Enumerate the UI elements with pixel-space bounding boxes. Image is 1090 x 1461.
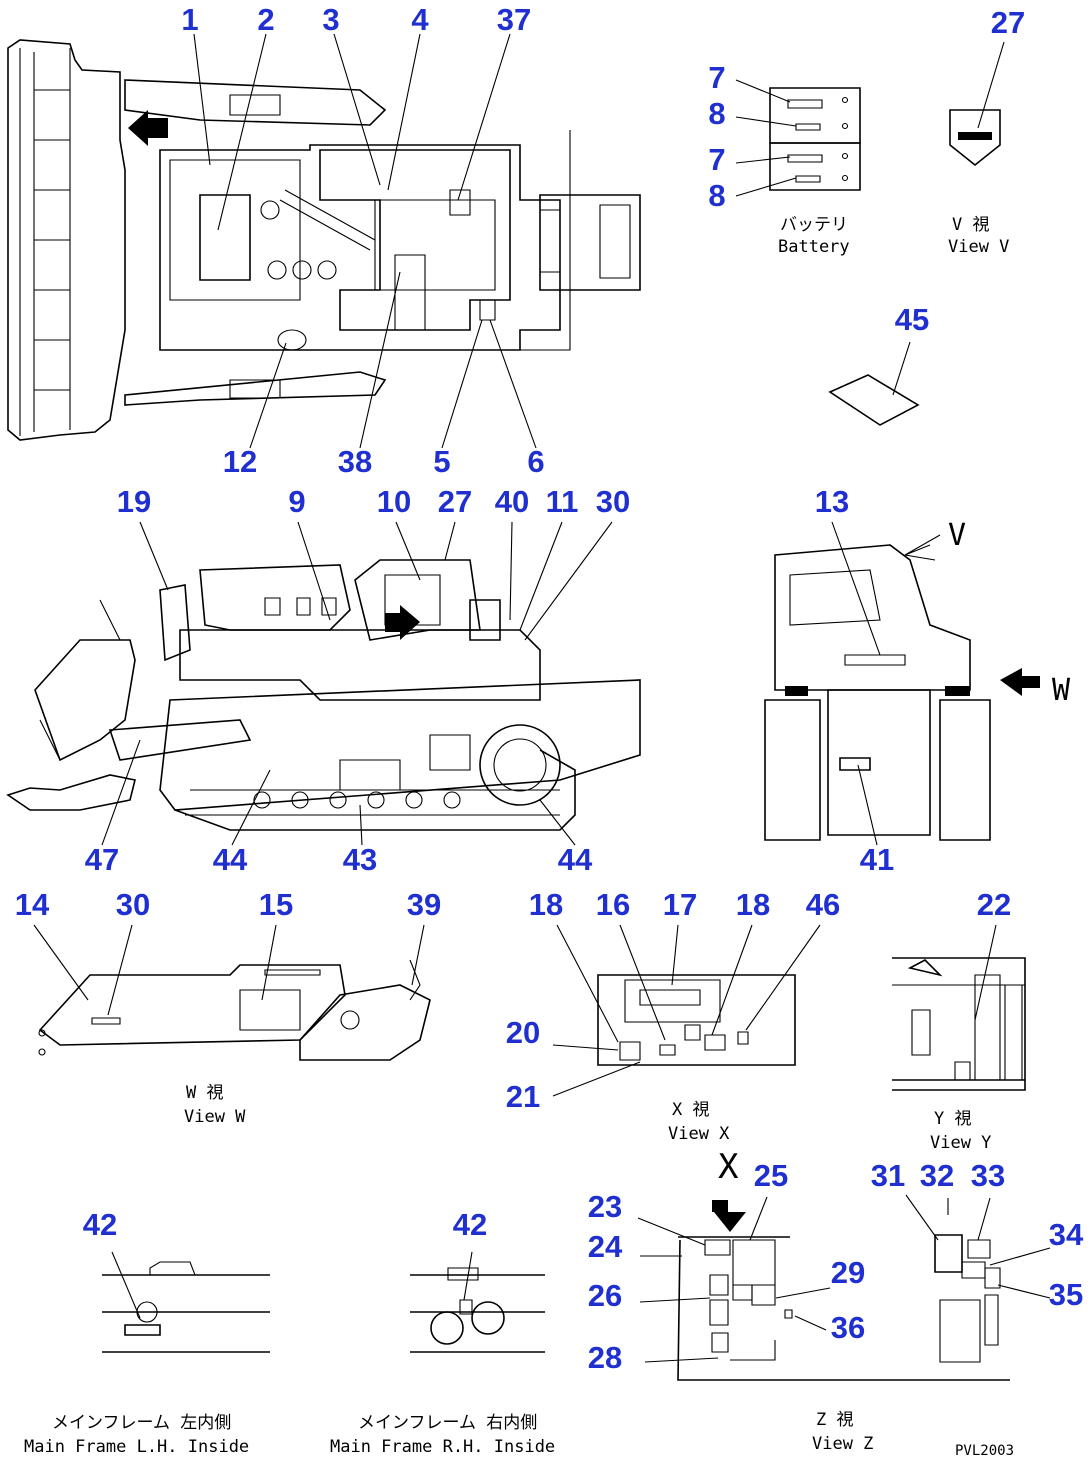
callout-c37: 37 xyxy=(497,2,531,37)
callout-c45: 45 xyxy=(895,302,929,337)
callout-c21: 21 xyxy=(506,1079,540,1114)
view-y xyxy=(892,924,1026,1091)
callout-c27a: 27 xyxy=(991,5,1025,40)
callout-c18b: 18 xyxy=(736,887,770,922)
rear-view xyxy=(764,521,1040,846)
callout-c43: 43 xyxy=(343,842,377,877)
callout-c30b: 30 xyxy=(116,887,150,922)
view-v-caption-jp: V 視 xyxy=(952,215,989,235)
view-z-caption-en: View Z xyxy=(812,1434,873,1454)
view-v-detail xyxy=(949,41,1005,167)
callout-c39: 39 xyxy=(407,887,441,922)
callout-c14: 14 xyxy=(15,887,50,922)
frame-rh xyxy=(410,1251,545,1353)
callout-c7b: 7 xyxy=(708,142,725,177)
view-x-caption-en: View X xyxy=(668,1124,730,1144)
view-z xyxy=(637,1196,1010,1381)
callout-c19: 19 xyxy=(117,484,151,519)
callout-c36: 36 xyxy=(831,1310,865,1345)
view-y-caption-jp: Y 視 xyxy=(934,1109,971,1129)
callout-c38: 38 xyxy=(338,444,372,479)
callout-c47: 47 xyxy=(85,842,119,877)
callout-c17: 17 xyxy=(663,887,697,922)
callout-c24: 24 xyxy=(588,1229,623,1264)
part-code: PVL2003 xyxy=(955,1443,1014,1459)
battery-view xyxy=(735,79,861,197)
callout-c25: 25 xyxy=(754,1158,788,1193)
callout-c8b: 8 xyxy=(708,178,725,213)
callout-c16: 16 xyxy=(596,887,630,922)
callout-c44a: 44 xyxy=(213,842,248,877)
callout-c35: 35 xyxy=(1049,1277,1083,1312)
view-z-caption-jp: Z 視 xyxy=(816,1410,853,1430)
callout-c42a: 42 xyxy=(83,1207,117,1242)
callout-c33: 33 xyxy=(971,1158,1005,1193)
callout-c28: 28 xyxy=(588,1340,622,1375)
callout-c7a: 7 xyxy=(708,60,725,95)
callout-c13: 13 xyxy=(815,484,849,519)
view-letter-x: X xyxy=(718,1147,739,1187)
callout-c27b: 27 xyxy=(438,484,472,519)
callout-c44b: 44 xyxy=(558,842,593,877)
callout-c32: 32 xyxy=(920,1158,954,1193)
battery-caption-en: Battery xyxy=(778,237,850,257)
callout-c15: 15 xyxy=(259,887,293,922)
callout-c40: 40 xyxy=(495,484,529,519)
callout-c34: 34 xyxy=(1049,1217,1084,1252)
callout-c18a: 18 xyxy=(529,887,563,922)
callout-c6: 6 xyxy=(527,444,544,479)
callout-c26: 26 xyxy=(588,1278,622,1313)
callout-c29: 29 xyxy=(831,1255,865,1290)
frame-lh-caption-en: Main Frame L.H. Inside xyxy=(24,1437,249,1457)
callout-c30a: 30 xyxy=(596,484,630,519)
frame-lh xyxy=(102,1251,270,1353)
view-w-caption-en: View W xyxy=(184,1107,246,1127)
callout-c42b: 42 xyxy=(453,1207,487,1242)
callout-c46: 46 xyxy=(806,887,840,922)
callout-c5: 5 xyxy=(433,444,450,479)
callout-c11: 11 xyxy=(546,484,579,519)
callout-c31: 31 xyxy=(871,1158,905,1193)
view-letter-v: V xyxy=(948,518,966,553)
frame-rh-caption-jp: メインフレーム 右内側 xyxy=(358,1413,537,1433)
callout-c3: 3 xyxy=(322,2,339,37)
view-letter-w: W xyxy=(1052,673,1071,708)
callout-c20: 20 xyxy=(506,1015,540,1050)
view-y-caption-en: View Y xyxy=(930,1133,991,1153)
battery-caption-jp: バッテリ xyxy=(780,215,848,235)
view-x-caption-jp: X 視 xyxy=(672,1100,709,1120)
decal-45 xyxy=(828,341,920,426)
callout-c23: 23 xyxy=(588,1189,622,1224)
callout-c9: 9 xyxy=(288,484,305,519)
callout-c4: 4 xyxy=(411,2,429,37)
callout-c22: 22 xyxy=(977,887,1011,922)
view-w-caption-jp: W 視 xyxy=(186,1083,223,1103)
callout-c8a: 8 xyxy=(708,96,725,131)
callout-c10: 10 xyxy=(377,484,411,519)
view-x xyxy=(552,924,821,1097)
top-view xyxy=(7,33,641,449)
captions: バッテリ Battery V 視 View V W 視 View W X 視 V… xyxy=(24,215,1071,1459)
view-z-detail xyxy=(905,1194,1051,1363)
frame-rh-caption-en: Main Frame R.H. Inside xyxy=(330,1437,555,1457)
callout-c41: 41 xyxy=(860,842,894,877)
side-view xyxy=(6,521,641,846)
callout-c12: 12 xyxy=(223,444,257,479)
view-v-caption-en: View V xyxy=(948,237,1009,257)
callout-c1: 1 xyxy=(181,2,198,37)
view-w xyxy=(33,924,431,1061)
frame-lh-caption-jp: メインフレーム 左内側 xyxy=(52,1413,231,1433)
callout-c2: 2 xyxy=(257,2,274,37)
